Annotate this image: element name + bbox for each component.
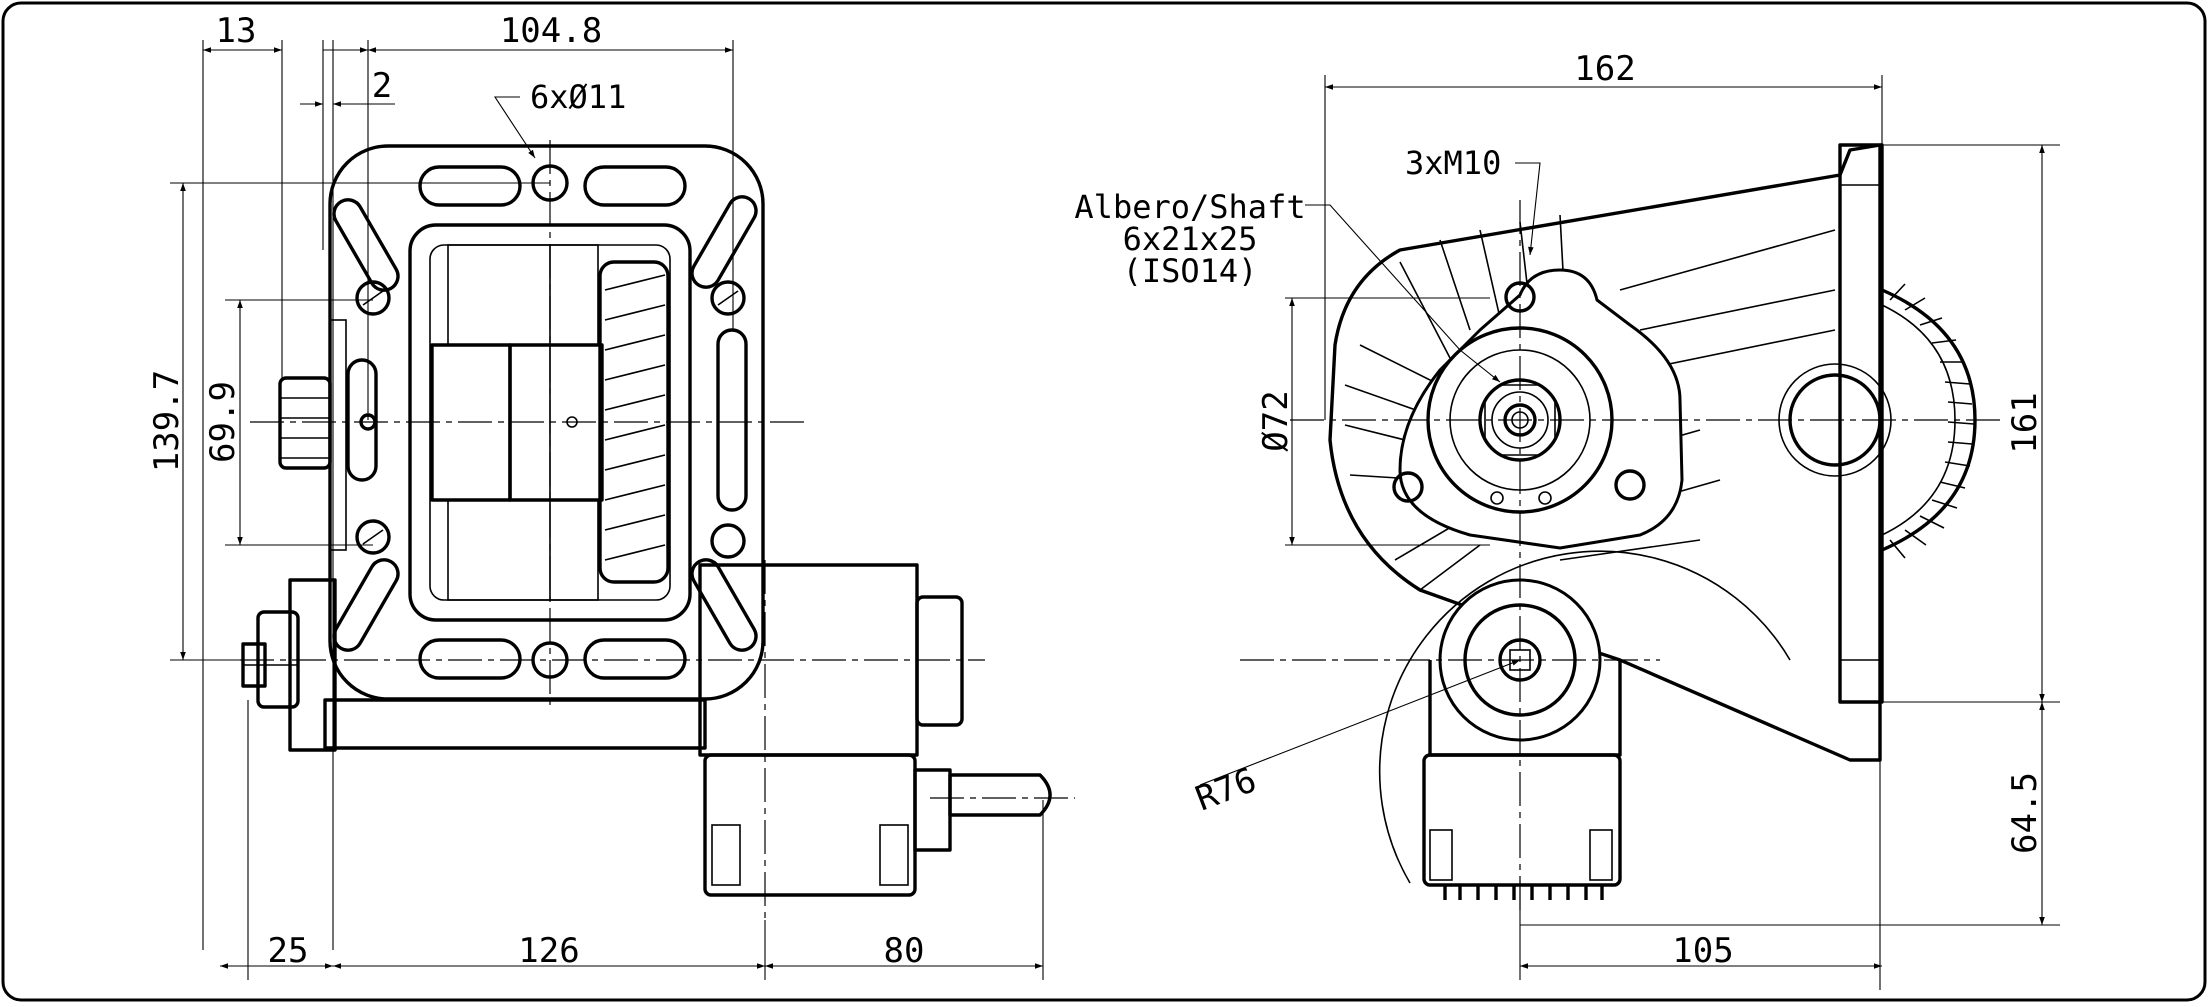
left-view: 13 104.8 2 6xØ11 139.7 69.9 25 126 80	[147, 11, 1075, 980]
dim-126: 126	[518, 931, 579, 971]
swing-radius-arc	[1378, 550, 1791, 884]
dim-105: 105	[1672, 931, 1733, 971]
note-shaft-3: (ISO14)	[1123, 252, 1258, 290]
dim-64-5: 64.5	[2005, 772, 2045, 854]
dim-161: 161	[2005, 392, 2045, 453]
right-view: 162 3xM10 Albero/Shaft 6x21x25 (ISO14) Ø…	[1074, 49, 2060, 990]
dim-139-7: 139.7	[147, 370, 187, 472]
note-thread: 3xM10	[1405, 144, 1501, 182]
motor-connector	[1422, 753, 1622, 887]
dim-r76: R76	[1190, 760, 1262, 819]
note-holes: 6xØ11	[530, 78, 626, 116]
dim-13: 13	[216, 11, 257, 51]
dim-25: 25	[268, 931, 309, 971]
dim-2: 2	[372, 66, 392, 106]
dim-104-8: 104.8	[500, 11, 602, 51]
dim-162: 162	[1574, 49, 1635, 89]
dim-80: 80	[884, 931, 925, 971]
note-shaft-1: Albero/Shaft	[1074, 188, 1305, 226]
input-flange	[1398, 268, 1684, 550]
dim-69-9: 69.9	[203, 381, 243, 463]
note-shaft-2: 6x21x25	[1123, 220, 1258, 258]
flange-plate	[1838, 143, 1884, 704]
cable-gland	[948, 773, 1052, 817]
dim-diameter-72: Ø72	[1256, 390, 1296, 451]
